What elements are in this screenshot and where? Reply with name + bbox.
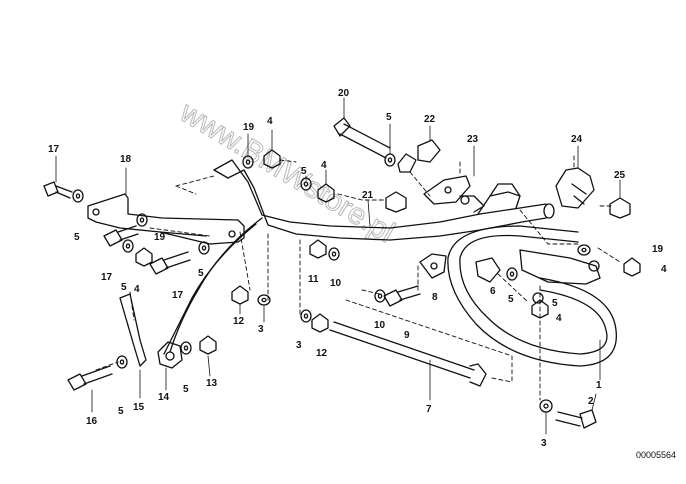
callout-23: 23 [467,134,479,145]
callout-10b: 10 [374,320,386,331]
part-24-plate [555,167,595,209]
callout-10a: 10 [330,278,342,289]
callout-22: 22 [424,114,436,125]
callout-17a: 17 [48,144,60,155]
part-22-clip [417,139,441,163]
callout-5h: 5 [508,294,514,305]
callout-21: 21 [362,190,374,201]
nuts [135,149,641,355]
callout-19a: 19 [243,122,255,133]
callout-14: 14 [158,392,170,403]
part-23-plate [423,175,485,213]
part-7-rod [329,321,487,387]
bolt-17c [149,251,191,275]
callout-3b: 3 [296,340,302,351]
callout-17b: 17 [101,272,113,283]
callout-4e: 4 [556,313,562,324]
bolt-2 [555,409,597,429]
callout-7: 7 [426,404,432,415]
callout-labels: 1 2 3 3 3 4 4 4 4 4 5 5 5 5 5 5 5 5 5 6 … [48,88,667,449]
callout-4d: 4 [661,264,667,275]
callout-5i: 5 [552,298,558,309]
part-14-clamp [157,341,183,369]
bolt-9 [383,285,421,307]
assembly-lines [95,155,621,401]
callout-5c: 5 [198,268,204,279]
callout-2: 2 [588,396,594,407]
callout-17c: 17 [172,290,184,301]
leader-lines [55,97,621,435]
callout-19c: 19 [652,244,664,255]
callout-5a: 5 [74,232,80,243]
part-6-bracket [475,257,501,283]
callout-5b: 5 [121,282,127,293]
sleeve [397,153,417,173]
part-18-bracket [87,193,245,245]
callout-6: 6 [490,286,496,297]
callout-5f: 5 [118,406,124,417]
part-15-lever [119,293,147,367]
part-8-bracket [419,253,447,279]
part-20-bolt [333,117,391,159]
callout-12b: 12 [316,348,328,359]
callout-4b: 4 [321,160,327,171]
part-1-hoop [447,225,617,367]
callout-5e: 5 [386,112,392,123]
callout-13: 13 [206,378,218,389]
cable [163,217,263,355]
watermark: www.BMWstore.pl [174,95,400,249]
callout-12a: 12 [233,316,245,327]
callout-4c: 4 [134,284,140,295]
callout-19b: 19 [154,232,166,243]
bolt-16 [67,365,113,391]
callout-16: 16 [86,416,98,427]
callout-1: 1 [596,380,602,391]
callout-4a: 4 [267,116,273,127]
callout-3c: 3 [541,438,547,449]
callout-11: 11 [308,274,319,285]
callout-9: 9 [404,330,410,341]
callout-5g: 5 [183,384,189,395]
callout-20: 20 [338,88,350,99]
callout-18: 18 [120,154,132,165]
callout-25: 25 [614,170,626,181]
diagram-reference-number: 00005564 [635,450,676,460]
callout-3a: 3 [258,324,264,335]
callout-5d: 5 [301,166,307,177]
callout-8: 8 [432,292,438,303]
bolt-17b [103,225,139,247]
callout-24: 24 [571,134,583,145]
bolt-17a [43,181,73,199]
callout-15: 15 [133,402,145,413]
